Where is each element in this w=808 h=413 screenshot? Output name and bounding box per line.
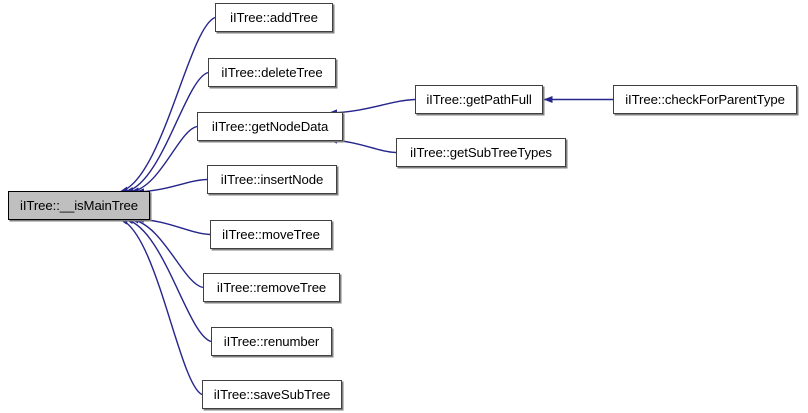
graph-node-getSubTreeTypes[interactable]: iITree::getSubTreeTypes bbox=[396, 138, 566, 167]
graph-node-label: iITree::saveSubTree bbox=[213, 386, 331, 402]
graph-node-insertNode[interactable]: iITree::insertNode bbox=[207, 165, 337, 194]
graph-node-label: iITree::deleteTree bbox=[221, 64, 323, 80]
graph-node-addTree[interactable]: iITree::addTree bbox=[215, 3, 333, 32]
graph-edge-getNodeData-to-isMainTree bbox=[129, 125, 198, 195]
graph-node-label: iITree::renumber bbox=[223, 333, 320, 349]
graph-node-getPathFull[interactable]: iITree::getPathFull bbox=[415, 85, 543, 114]
graph-node-removeTree[interactable]: iITree::removeTree bbox=[203, 273, 340, 302]
graph-edge-saveSubTree-to-isMainTree bbox=[118, 218, 203, 396]
graph-node-label: iITree::checkForParentType bbox=[625, 91, 785, 107]
graph-edge-addTree-to-isMainTree bbox=[119, 16, 216, 194]
graph-node-label: iITree::moveTree bbox=[222, 226, 320, 242]
graph-node-label: iITree::insertNode bbox=[220, 171, 324, 187]
graph-node-label: iITree::getPathFull bbox=[426, 91, 532, 107]
graph-node-isMainTree: iITree::__isMainTree bbox=[8, 191, 150, 220]
graph-node-label: iITree::__isMainTree bbox=[20, 197, 138, 213]
graph-node-label: iITree::getSubTreeTypes bbox=[410, 144, 552, 160]
graph-node-getNodeData[interactable]: iITree::getNodeData bbox=[197, 112, 343, 141]
graph-node-label: iITree::getNodeData bbox=[211, 118, 329, 134]
graph-edge-getSubTreeTypes-to-getNodeData bbox=[328, 136, 397, 154]
graph-node-deleteTree[interactable]: iITree::deleteTree bbox=[208, 58, 336, 87]
graph-edge-renumber-to-isMainTree bbox=[124, 217, 212, 343]
graph-node-saveSubTree[interactable]: iITree::saveSubTree bbox=[202, 380, 342, 409]
graph-node-label: iITree::addTree bbox=[230, 9, 318, 25]
graph-node-label: iITree::removeTree bbox=[216, 279, 327, 295]
graph-node-moveTree[interactable]: iITree::moveTree bbox=[210, 220, 332, 249]
graph-edge-deleteTree-to-isMainTree bbox=[124, 71, 209, 194]
graph-edge-removeTree-to-isMainTree bbox=[129, 216, 204, 289]
graph-node-checkForParentType[interactable]: iITree::checkForParentType bbox=[613, 85, 797, 114]
graph-edge-getPathFull-to-getNodeData bbox=[328, 98, 416, 117]
graph-node-renumber[interactable]: iITree::renumber bbox=[211, 327, 332, 356]
graph-edge-moveTree-to-isMainTree bbox=[134, 215, 211, 236]
